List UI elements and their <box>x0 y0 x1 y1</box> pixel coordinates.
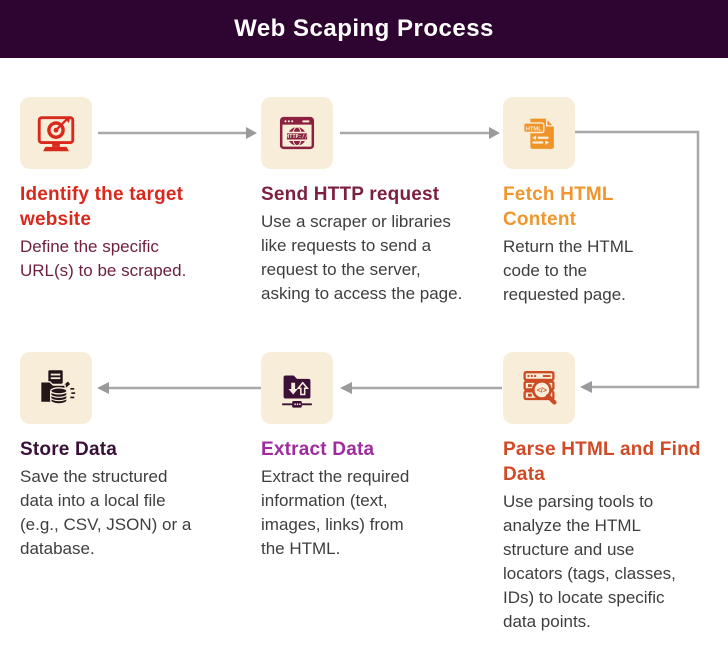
monitor-target-icon <box>37 116 75 152</box>
step-send-http-request: HTTP:// Send HTTP request Use a scraper … <box>261 97 489 306</box>
header-bar: Web Scaping Process <box>0 0 728 58</box>
icon-tile <box>20 352 92 424</box>
step-title: Extract Data <box>261 439 375 460</box>
step-title: Parse HTML and Find Data <box>503 439 701 485</box>
svg-text:</>: </> <box>537 388 547 395</box>
step-description: Return the HTML code to the requested pa… <box>503 237 634 304</box>
step-description: Define the specific URL(s) to be scraped… <box>20 237 187 280</box>
folder-transfer-icon <box>282 375 312 408</box>
step-title: Store Data <box>20 439 118 460</box>
step-extract-data: Extract Data Extract the required inform… <box>261 352 487 561</box>
step-store-data: Store Data Save the structured data into… <box>20 352 246 561</box>
step-title: Identify the target website <box>20 184 184 230</box>
step-identify-target: Identify the target website Define the s… <box>20 97 246 283</box>
svg-text:HTTP://: HTTP:// <box>286 134 308 140</box>
step-description: Use a scraper or libraries like requests… <box>261 212 463 303</box>
step-description: Use parsing tools to analyze the HTML st… <box>503 492 676 631</box>
browser-http-icon: HTTP:// <box>279 116 315 150</box>
arrow-right-icon <box>246 127 257 139</box>
html-document-icon: HTML <box>522 117 556 149</box>
step-title: Send HTTP request <box>261 184 440 205</box>
store-database-icon <box>39 370 76 405</box>
step-parse-html-find-data: </> Parse HTML and Find Data Use parsing… <box>503 352 719 634</box>
step-title: Fetch HTML Content <box>503 184 614 230</box>
icon-tile: HTTP:// <box>261 97 333 169</box>
step-description: Extract the required information (text, … <box>261 467 410 558</box>
icon-tile <box>261 352 333 424</box>
step-fetch-html-content: HTML Fetch HTML Content Return the HTML … <box>503 97 717 307</box>
step-description: Save the structured data into a local fi… <box>20 467 192 558</box>
svg-text:HTML: HTML <box>526 126 542 132</box>
icon-tile: HTML <box>503 97 575 169</box>
icon-tile: </> <box>503 352 575 424</box>
icon-tile <box>20 97 92 169</box>
page-title: Web Scaping Process <box>234 15 494 42</box>
arrow-right-icon <box>489 127 500 139</box>
parse-magnifier-icon: </> <box>523 371 557 405</box>
